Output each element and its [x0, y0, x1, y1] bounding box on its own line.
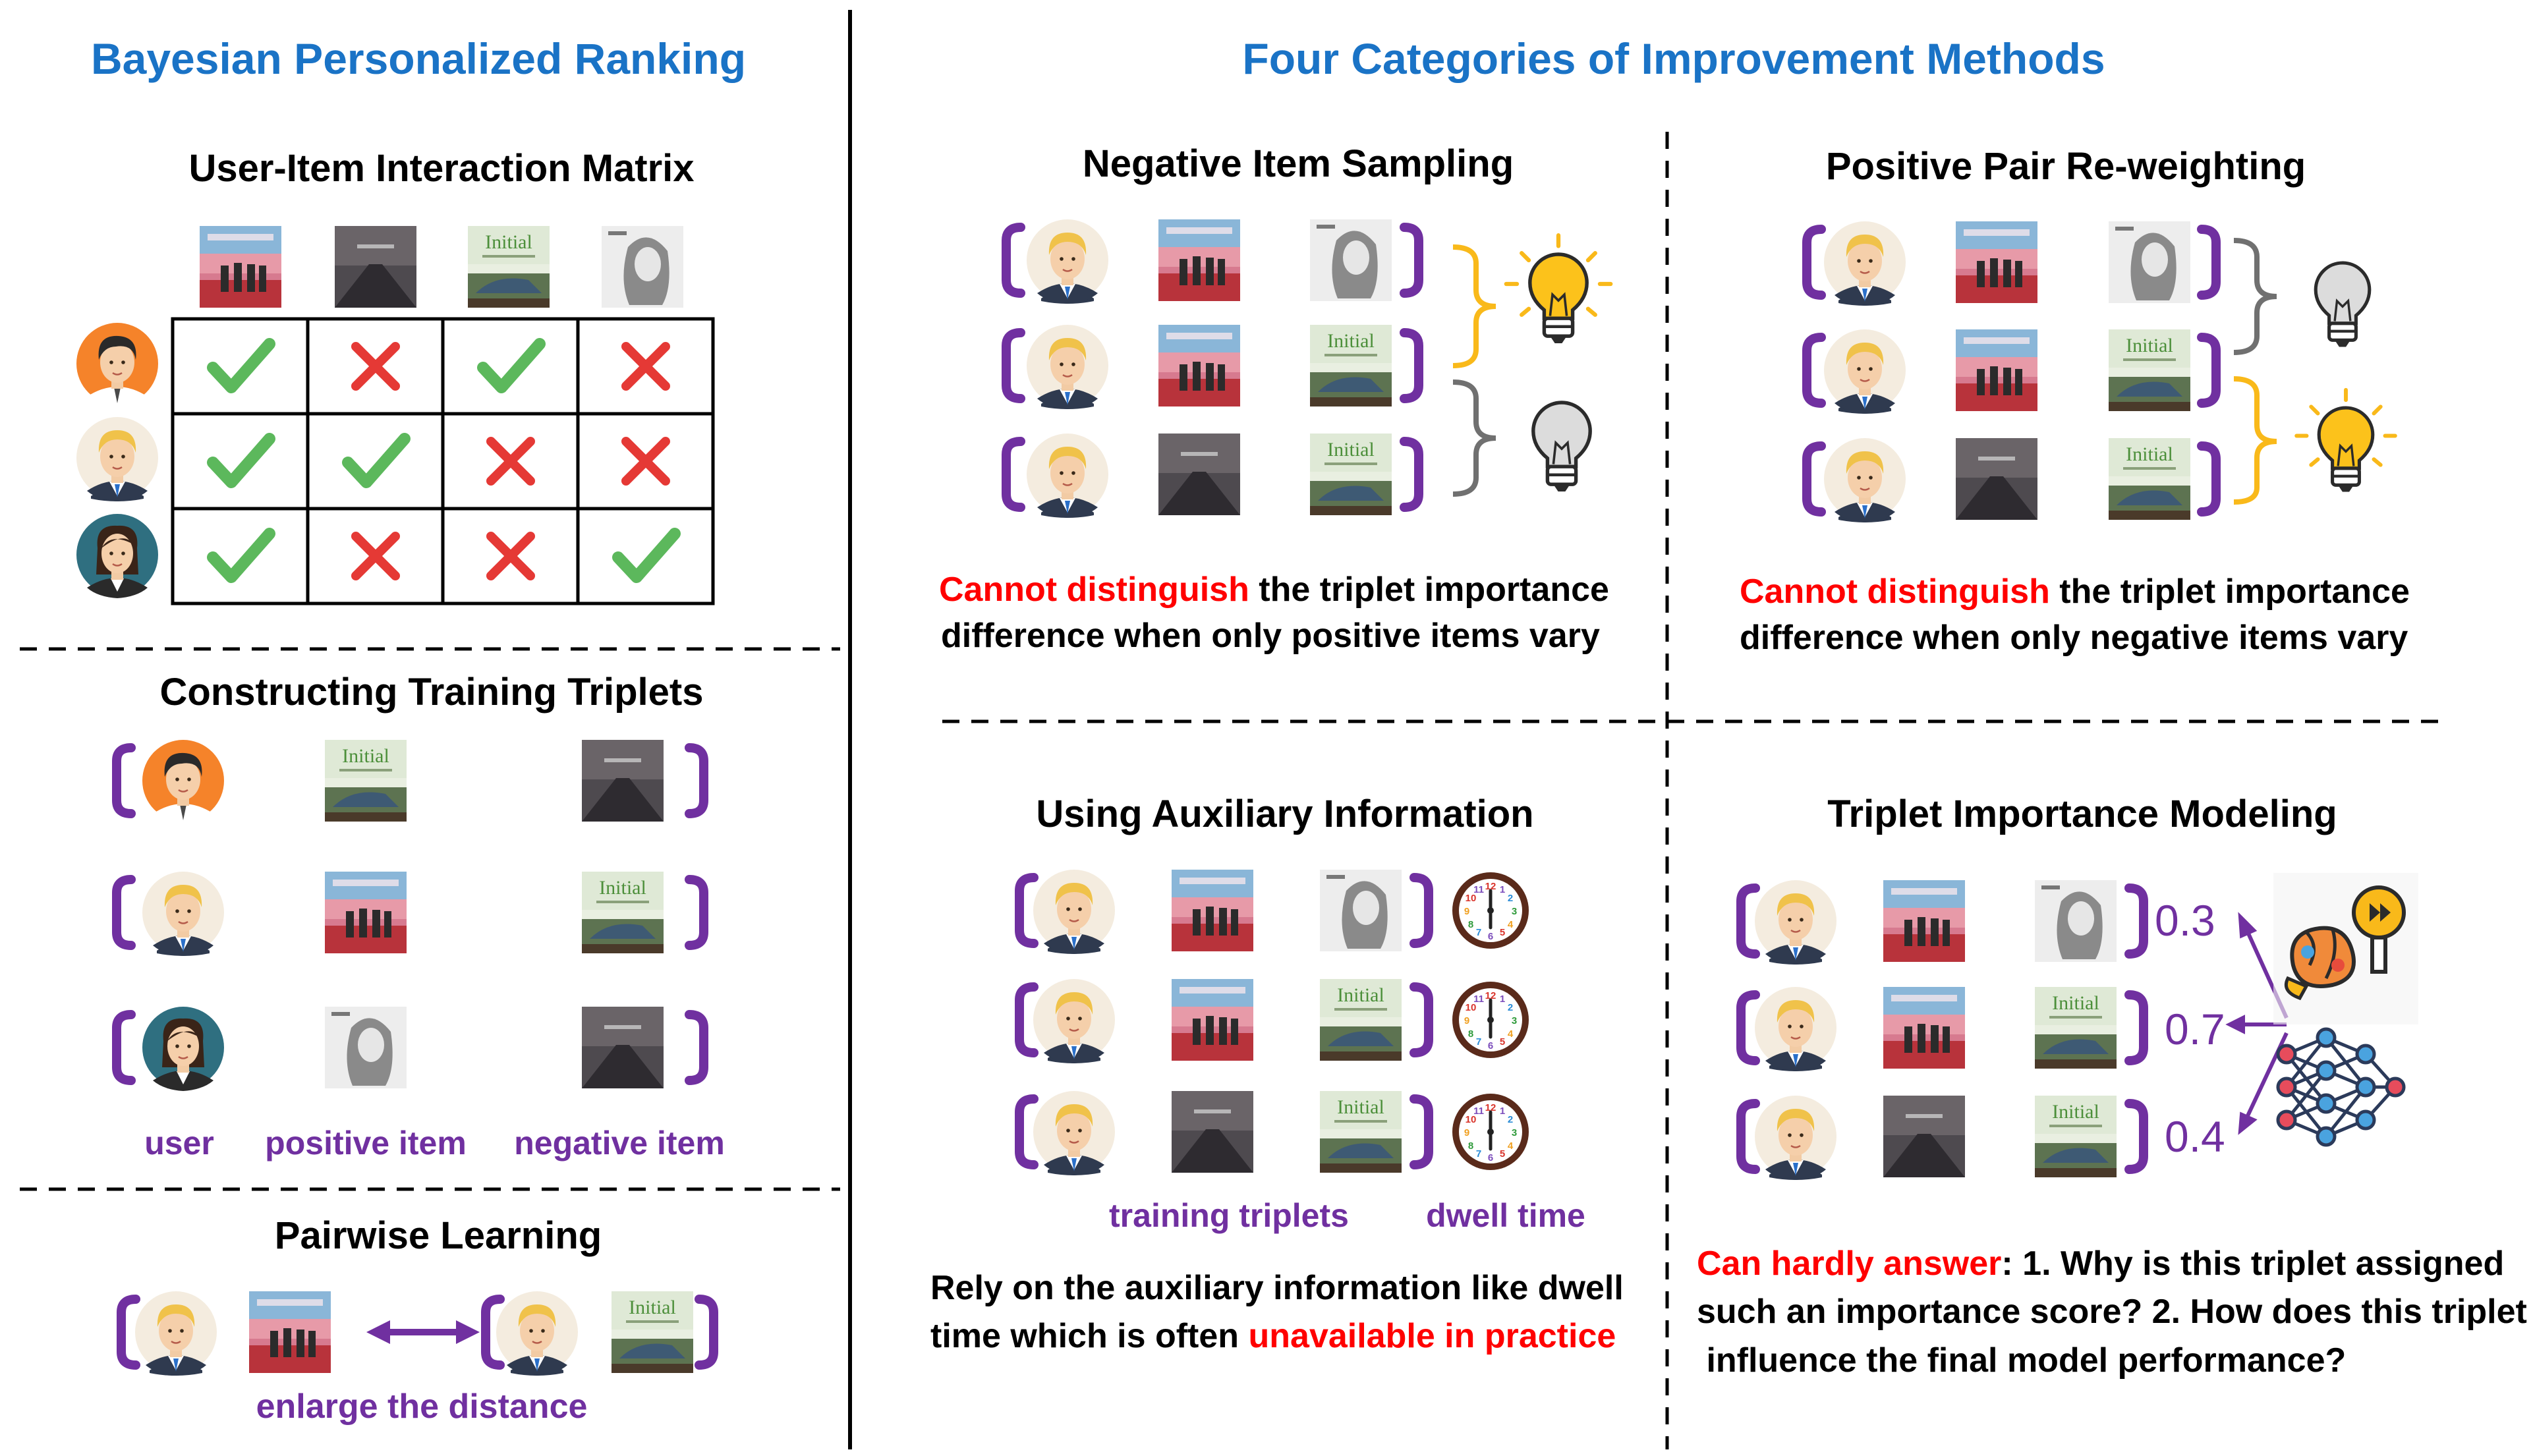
- neg-sampling-desc-line2: difference when only positive items vary: [941, 617, 1600, 655]
- pos-reweighting-brace-orange: [2233, 376, 2277, 505]
- matrix-cell-check-icon: [618, 534, 675, 577]
- matrix-title: User-Item Interaction Matrix: [188, 147, 694, 190]
- matrix-cell-cross-icon: [491, 536, 530, 576]
- pairwise-caption: enlarge the distance: [256, 1387, 588, 1426]
- matrix-user-2-avatar: [75, 416, 159, 503]
- importance-row-2: [1741, 986, 2144, 1073]
- pos-reweighting-desc-line1: Cannot distinguish the triplet importanc…: [1740, 573, 2410, 611]
- importance-score-2: 0.7: [2165, 1005, 2225, 1053]
- label-negative-item: negative item: [514, 1125, 725, 1162]
- matrix-item-dark: [335, 226, 416, 308]
- matrix-item-taylor: [602, 226, 683, 308]
- neural-network-icon: [2276, 1027, 2406, 1147]
- training-triplet-row-2: [117, 870, 704, 957]
- pos-reweighting-row-3: [1807, 437, 2216, 524]
- label-dwell-time: dwell time: [1426, 1197, 1585, 1234]
- matrix-cell-cross-icon: [626, 441, 666, 481]
- triplet-positive-taylor: [325, 1007, 407, 1088]
- matrix-user-3-avatar: [75, 513, 159, 600]
- matrix-item-westlife: [200, 226, 281, 308]
- pairwise-pair-left: [121, 1290, 331, 1377]
- neg-sampling-bulb-on-icon: [1506, 235, 1610, 343]
- pairwise-title: Pairwise Learning: [275, 1214, 602, 1257]
- pairwise-pair-right: [486, 1290, 714, 1377]
- matrix-cell-check-icon: [213, 439, 270, 482]
- triplet-user-dark-avatar: [141, 739, 225, 826]
- right-panel-title: Four Categories of Improvement Methods: [1242, 34, 2105, 83]
- triplet-negative-dark: [582, 740, 664, 822]
- matrix-cell-check-icon: [348, 439, 405, 482]
- matrix-cell-cross-icon: [626, 347, 666, 386]
- matrix-cell-check-icon: [483, 344, 540, 387]
- matrix-cell-cross-icon: [491, 441, 530, 481]
- training-triplet-row-1: [117, 739, 704, 826]
- triplets-title: Constructing Training Triplets: [160, 671, 704, 714]
- neg-sampling-row-1: [1006, 218, 1419, 305]
- pairwise-user-avatar-2: [495, 1290, 579, 1377]
- neg-sampling-row-3: [1006, 432, 1419, 519]
- auxiliary-title: Using Auxiliary Information: [1036, 793, 1533, 835]
- pos-reweighting-title: Positive Pair Re-weighting: [1826, 145, 2306, 188]
- dwell-clock-icon-2: [1452, 982, 1529, 1058]
- neg-sampling-desc-line1: Cannot distinguish the triplet importanc…: [939, 571, 1609, 609]
- triplet-user-blond-avatar: [141, 870, 225, 957]
- auxiliary-row-2: [1019, 978, 1529, 1065]
- neg-sampling-title: Negative Item Sampling: [1083, 142, 1514, 185]
- importance-desc-line2: such an importance score? 2. How does th…: [1697, 1293, 2527, 1331]
- ai-brain-bulb-icon: [2273, 873, 2418, 1024]
- triplet-positive-initial: [325, 740, 407, 822]
- pos-reweighting-bulb-on-icon: [2296, 390, 2395, 492]
- neg-sampling-bulb-off-icon: [1533, 403, 1590, 491]
- triplet-negative-initial: [582, 872, 664, 953]
- auxiliary-desc-line2: time which is often unavailable in pract…: [930, 1317, 1616, 1355]
- matrix-cell-check-icon: [213, 344, 270, 387]
- neg-sampling-brace-gray: [1452, 379, 1496, 497]
- matrix-cell-cross-icon: [356, 536, 395, 576]
- matrix-cell-cross-icon: [356, 347, 395, 386]
- dwell-clock-icon-1: [1452, 872, 1529, 949]
- pairwise-item-initial: [612, 1291, 693, 1373]
- importance-score-1: 0.3: [2155, 896, 2215, 945]
- label-user: user: [144, 1125, 214, 1162]
- label-training-triplets: training triplets: [1109, 1197, 1349, 1234]
- pairwise-item-westlife: [249, 1291, 331, 1373]
- triplet-negative-dark-2: [582, 1007, 664, 1088]
- importance-title: Triplet Importance Modeling: [1827, 793, 2337, 835]
- neg-sampling-row-2: [1006, 323, 1419, 410]
- triplet-user-female-avatar: [141, 1005, 225, 1092]
- pos-reweighting-row-1: [1807, 220, 2216, 307]
- auxiliary-desc-line1: Rely on the auxiliary information like d…: [930, 1269, 1624, 1307]
- pairwise-user-avatar-1: [134, 1290, 218, 1377]
- matrix-item-initial: [468, 226, 550, 308]
- pos-reweighting-desc-line2: difference when only negative items vary: [1740, 619, 2408, 657]
- interaction-matrix-grid: [171, 317, 715, 605]
- dwell-clock-icon-3: [1452, 1094, 1529, 1170]
- matrix-user-1-avatar: [75, 322, 159, 408]
- pos-reweighting-row-2: [1807, 328, 2216, 415]
- matrix-cell-check-icon: [213, 534, 270, 577]
- auxiliary-row-3: [1019, 1090, 1529, 1177]
- left-panel-title: Bayesian Personalized Ranking: [91, 34, 746, 83]
- pos-reweighting-brace-gray: [2233, 238, 2277, 355]
- pos-reweighting-bulb-off-icon: [2316, 263, 2370, 347]
- auxiliary-row-1: [1019, 868, 1529, 955]
- neg-sampling-brace-orange: [1452, 244, 1496, 368]
- importance-row-3: [1741, 1094, 2144, 1181]
- importance-desc-line1: Can hardly answer: 1. Why is this triple…: [1697, 1245, 2504, 1283]
- importance-row-1: [1741, 879, 2144, 966]
- triplet-positive-westlife: [325, 872, 407, 953]
- importance-desc-line3: influence the final model performance?: [1697, 1341, 2346, 1380]
- importance-score-3: 0.4: [2165, 1112, 2225, 1161]
- distance-arrow: [366, 1320, 480, 1344]
- label-positive-item: positive item: [265, 1125, 467, 1162]
- training-triplet-row-3: [117, 1005, 704, 1092]
